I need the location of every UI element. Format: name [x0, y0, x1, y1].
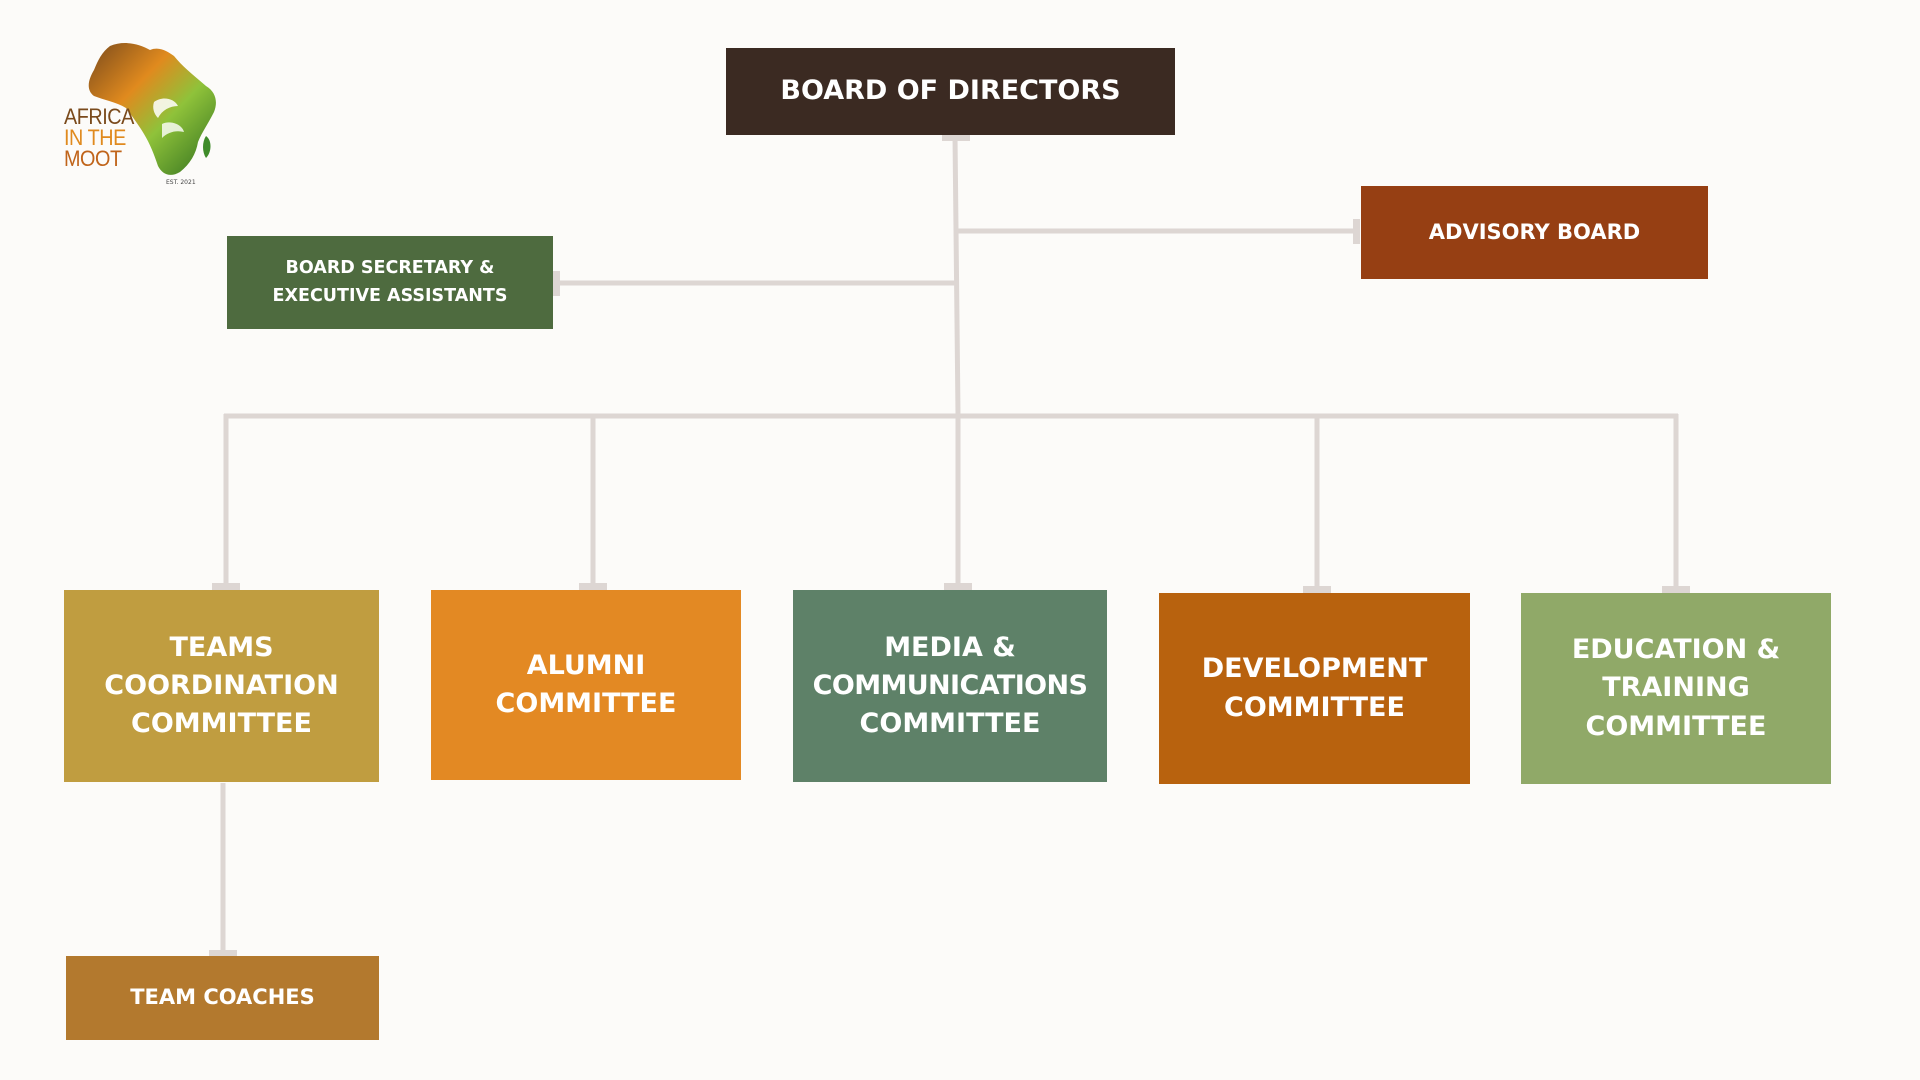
board-secretary-box: BOARD SECRETARY & EXECUTIVE ASSISTANTS: [227, 236, 553, 329]
board-of-directors-label: BOARD OF DIRECTORS: [780, 75, 1121, 107]
education-line-2: TRAINING: [1602, 672, 1750, 704]
board-secretary-line-1: BOARD SECRETARY &: [285, 258, 495, 279]
media-line-1: MEDIA &: [884, 631, 1016, 663]
media-communications-committee-box: MEDIA & COMMUNICATIONS COMMITTEE: [793, 590, 1107, 782]
team-coaches-box: TEAM COACHES: [66, 956, 379, 1040]
education-training-committee-box: EDUCATION & TRAINING COMMITTEE: [1521, 593, 1831, 784]
connector-cap: [942, 134, 970, 141]
connector-cap: [1303, 586, 1331, 593]
team-coaches-label: TEAM COACHES: [130, 985, 315, 1010]
development-line-2: COMMITTEE: [1224, 691, 1405, 723]
connector-cap: [209, 950, 237, 957]
advisory-board-label: ADVISORY BOARD: [1428, 219, 1641, 244]
logo-est: EST. 2021: [166, 179, 196, 186]
alumni-line-2: COMMITTEE: [495, 688, 677, 719]
logo-line-1: AFRICA: [64, 104, 134, 129]
teams-coordination-line-3: COMMITTEE: [131, 708, 312, 740]
education-line-3: COMMITTEE: [1585, 710, 1767, 742]
media-line-2: COMMUNICATIONS: [812, 669, 1088, 701]
education-line-1: EDUCATION &: [1571, 634, 1781, 665]
development-committee-box: DEVELOPMENT COMMITTEE: [1159, 593, 1470, 784]
africa-in-the-moot-logo: EST. 2021 AFRICA IN THE MOOT: [58, 40, 228, 186]
connector-cap: [579, 583, 607, 590]
media-line-3: COMMITTEE: [859, 708, 1041, 740]
teams-coordination-line-1: TEAMS: [169, 631, 274, 663]
advisory-board-box: ADVISORY BOARD: [1361, 186, 1708, 279]
connector-cap: [1662, 586, 1690, 593]
connector-trunk: [952, 135, 961, 415]
alumni-committee-box: ALUMNI COMMITTEE: [431, 590, 741, 780]
africa-map-icon: EST. 2021: [88, 43, 216, 186]
connector-cap: [944, 583, 972, 590]
teams-coordination-line-2: COORDINATION: [104, 669, 339, 701]
connector-cap: [212, 583, 240, 590]
board-secretary-line-2: EXECUTIVE ASSISTANTS: [272, 285, 508, 306]
logo-wordmark: AFRICA IN THE MOOT: [64, 104, 134, 171]
teams-coordination-committee-box: TEAMS COORDINATION COMMITTEE: [64, 590, 379, 782]
logo-line-2: IN THE: [64, 125, 126, 150]
logo-line-3: MOOT: [64, 146, 122, 171]
connector-cap: [1353, 219, 1360, 244]
development-line-1: DEVELOPMENT: [1201, 653, 1428, 685]
alumni-line-1: ALUMNI: [526, 649, 646, 681]
board-of-directors-box: BOARD OF DIRECTORS: [726, 48, 1175, 135]
connector-cap: [553, 271, 560, 296]
